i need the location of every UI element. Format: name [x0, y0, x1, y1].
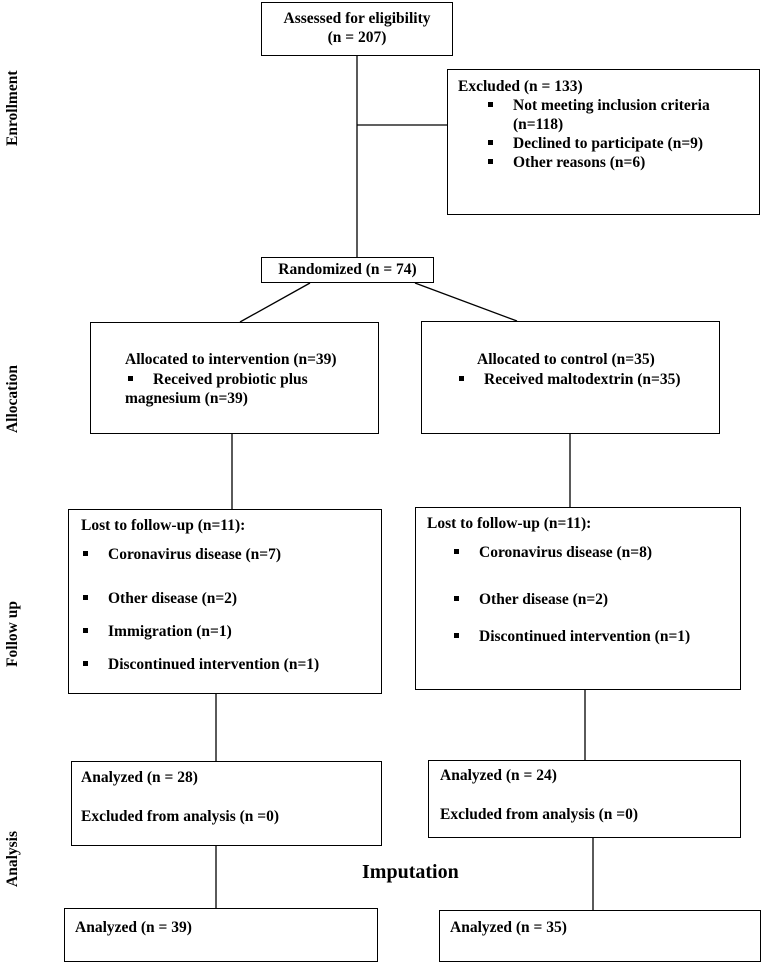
phase-label-analysis: Analysis	[4, 831, 21, 887]
intervention-analysis-box: Analyzed (n = 28) Excluded from analysis…	[71, 761, 382, 846]
control-followup-item-text: Coronavirus disease (n=8)	[479, 544, 653, 561]
randomized-label: Randomized (n = 74)	[278, 261, 417, 278]
control-followup-box: Lost to follow-up (n=11): Coronavirus di…	[415, 507, 741, 690]
bullet-icon	[488, 140, 493, 145]
intervention-followup-item-text: Other disease (n=2)	[108, 590, 238, 607]
bullet-icon	[454, 596, 459, 601]
intervention-followup-title: Lost to follow-up (n=11):	[81, 517, 246, 534]
bullet-icon	[83, 595, 88, 600]
phase-label-follow-up: Follow up	[4, 601, 21, 667]
bullet-icon	[488, 102, 493, 107]
intervention-followup-item-text: Discontinued intervention (n=1)	[108, 656, 320, 673]
phase-label-enrollment: Enrollment	[4, 70, 21, 147]
bullet-icon	[454, 549, 459, 554]
control-allocation-title: Allocated to control (n=35)	[477, 351, 655, 368]
imputation-label: Imputation	[362, 861, 459, 883]
intervention-analyzed: Analyzed (n = 28)	[81, 769, 198, 786]
control-followup-item-text: Other disease (n=2)	[479, 591, 609, 608]
intervention-final-box: Analyzed (n = 39)	[64, 908, 378, 962]
control-analyzed: Analyzed (n = 24)	[440, 767, 557, 784]
control-followup-item-text: Discontinued intervention (n=1)	[479, 628, 691, 645]
intervention-allocation-box: Allocated to intervention (n=39) Receive…	[90, 322, 379, 434]
bullet-icon	[454, 633, 459, 638]
assessed-box: Assessed for eligibility (n = 207)	[261, 2, 453, 56]
assessed-title: Assessed for eligibility	[283, 10, 431, 27]
control-analysis-box: Analyzed (n = 24) Excluded from analysis…	[428, 760, 741, 838]
intervention-followup-box: Lost to follow-up (n=11): Coronavirus di…	[68, 509, 382, 694]
phase-label-allocation: Allocation	[4, 364, 21, 434]
bullet-icon	[488, 159, 493, 164]
control-excluded-from-analysis: Excluded from analysis (n =0)	[440, 806, 639, 823]
control-followup-title: Lost to follow-up (n=11):	[427, 515, 592, 532]
bullet-icon	[83, 551, 88, 556]
intervention-allocation-item-continuation: magnesium (n=39)	[125, 390, 248, 407]
bullet-icon	[128, 376, 133, 381]
intervention-excluded-from-analysis: Excluded from analysis (n =0)	[81, 808, 280, 825]
intervention-followup-item-text: Coronavirus disease (n=7)	[108, 546, 282, 563]
intervention-allocation-item-text: Received probiotic plus	[153, 371, 308, 388]
connector-randomized-intervention	[239, 282, 311, 323]
intervention-allocation-title: Allocated to intervention (n=39)	[125, 351, 337, 368]
connector-randomized-control	[414, 282, 518, 322]
excluded-title: Excluded (n = 133)	[458, 78, 583, 95]
control-allocation-item-text: Received maltodextrin (n=35)	[484, 371, 681, 388]
bullet-icon	[83, 628, 88, 633]
bullet-icon	[459, 376, 464, 381]
excluded-box: Excluded (n = 133) Not meeting inclusion…	[447, 69, 760, 215]
control-allocation-box: Allocated to control (n=35) Received mal…	[421, 321, 720, 434]
bullet-icon	[83, 661, 88, 666]
excluded-item-text: Not meeting inclusion criteria	[513, 97, 710, 114]
excluded-item-continuation: (n=118)	[513, 116, 564, 133]
control-final-box: Analyzed (n = 35)	[439, 910, 761, 962]
randomized-box: Randomized (n = 74)	[261, 257, 434, 283]
excluded-item-text: Other reasons (n=6)	[513, 154, 646, 171]
intervention-final-analyzed: Analyzed (n = 39)	[75, 919, 192, 936]
intervention-followup-item-text: Immigration (n=1)	[108, 623, 232, 640]
excluded-item-text: Declined to participate (n=9)	[513, 135, 704, 152]
assessed-count: (n = 207)	[327, 29, 387, 46]
control-final-analyzed: Analyzed (n = 35)	[450, 919, 567, 936]
